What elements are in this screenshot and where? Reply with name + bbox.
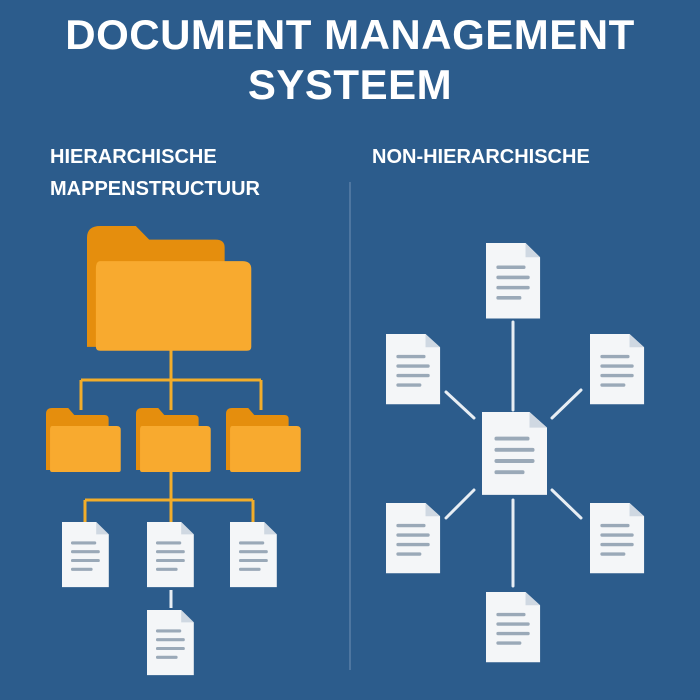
document-icon-bottom <box>486 592 541 663</box>
sub-folder-icon-1 <box>46 408 121 472</box>
network-connectors <box>444 320 583 588</box>
root-folder-icon <box>87 226 252 351</box>
document-icon-left-4 <box>147 610 194 676</box>
hierarchical-heading-line-2: MAPPENSTRUCTUUR <box>50 178 260 200</box>
central-document-icon <box>482 412 547 495</box>
document-icon-left-3 <box>230 522 277 588</box>
page-title-line-2: SYSTEEM <box>247 61 453 108</box>
document-icon-lower-left <box>386 503 441 574</box>
hierarchy-connectors <box>79 348 263 522</box>
sub-folder-icon-3 <box>226 408 301 472</box>
document-icon-left-2 <box>147 522 194 588</box>
document-icon-top <box>486 243 541 319</box>
hierarchical-heading-line-1: HIERARCHISCHE <box>50 146 217 168</box>
page-title-line-1: DOCUMENT MANAGEMENT <box>65 11 635 58</box>
sub-folder-icon-2 <box>136 408 211 472</box>
non-hierarchical-heading: NON-HIERARCHISCHE <box>372 146 590 168</box>
document-icon-lower-right <box>590 503 645 574</box>
document-icon-upper-right <box>590 334 645 405</box>
document-icon-upper-left <box>386 334 441 405</box>
document-icon-left-1 <box>62 522 109 588</box>
